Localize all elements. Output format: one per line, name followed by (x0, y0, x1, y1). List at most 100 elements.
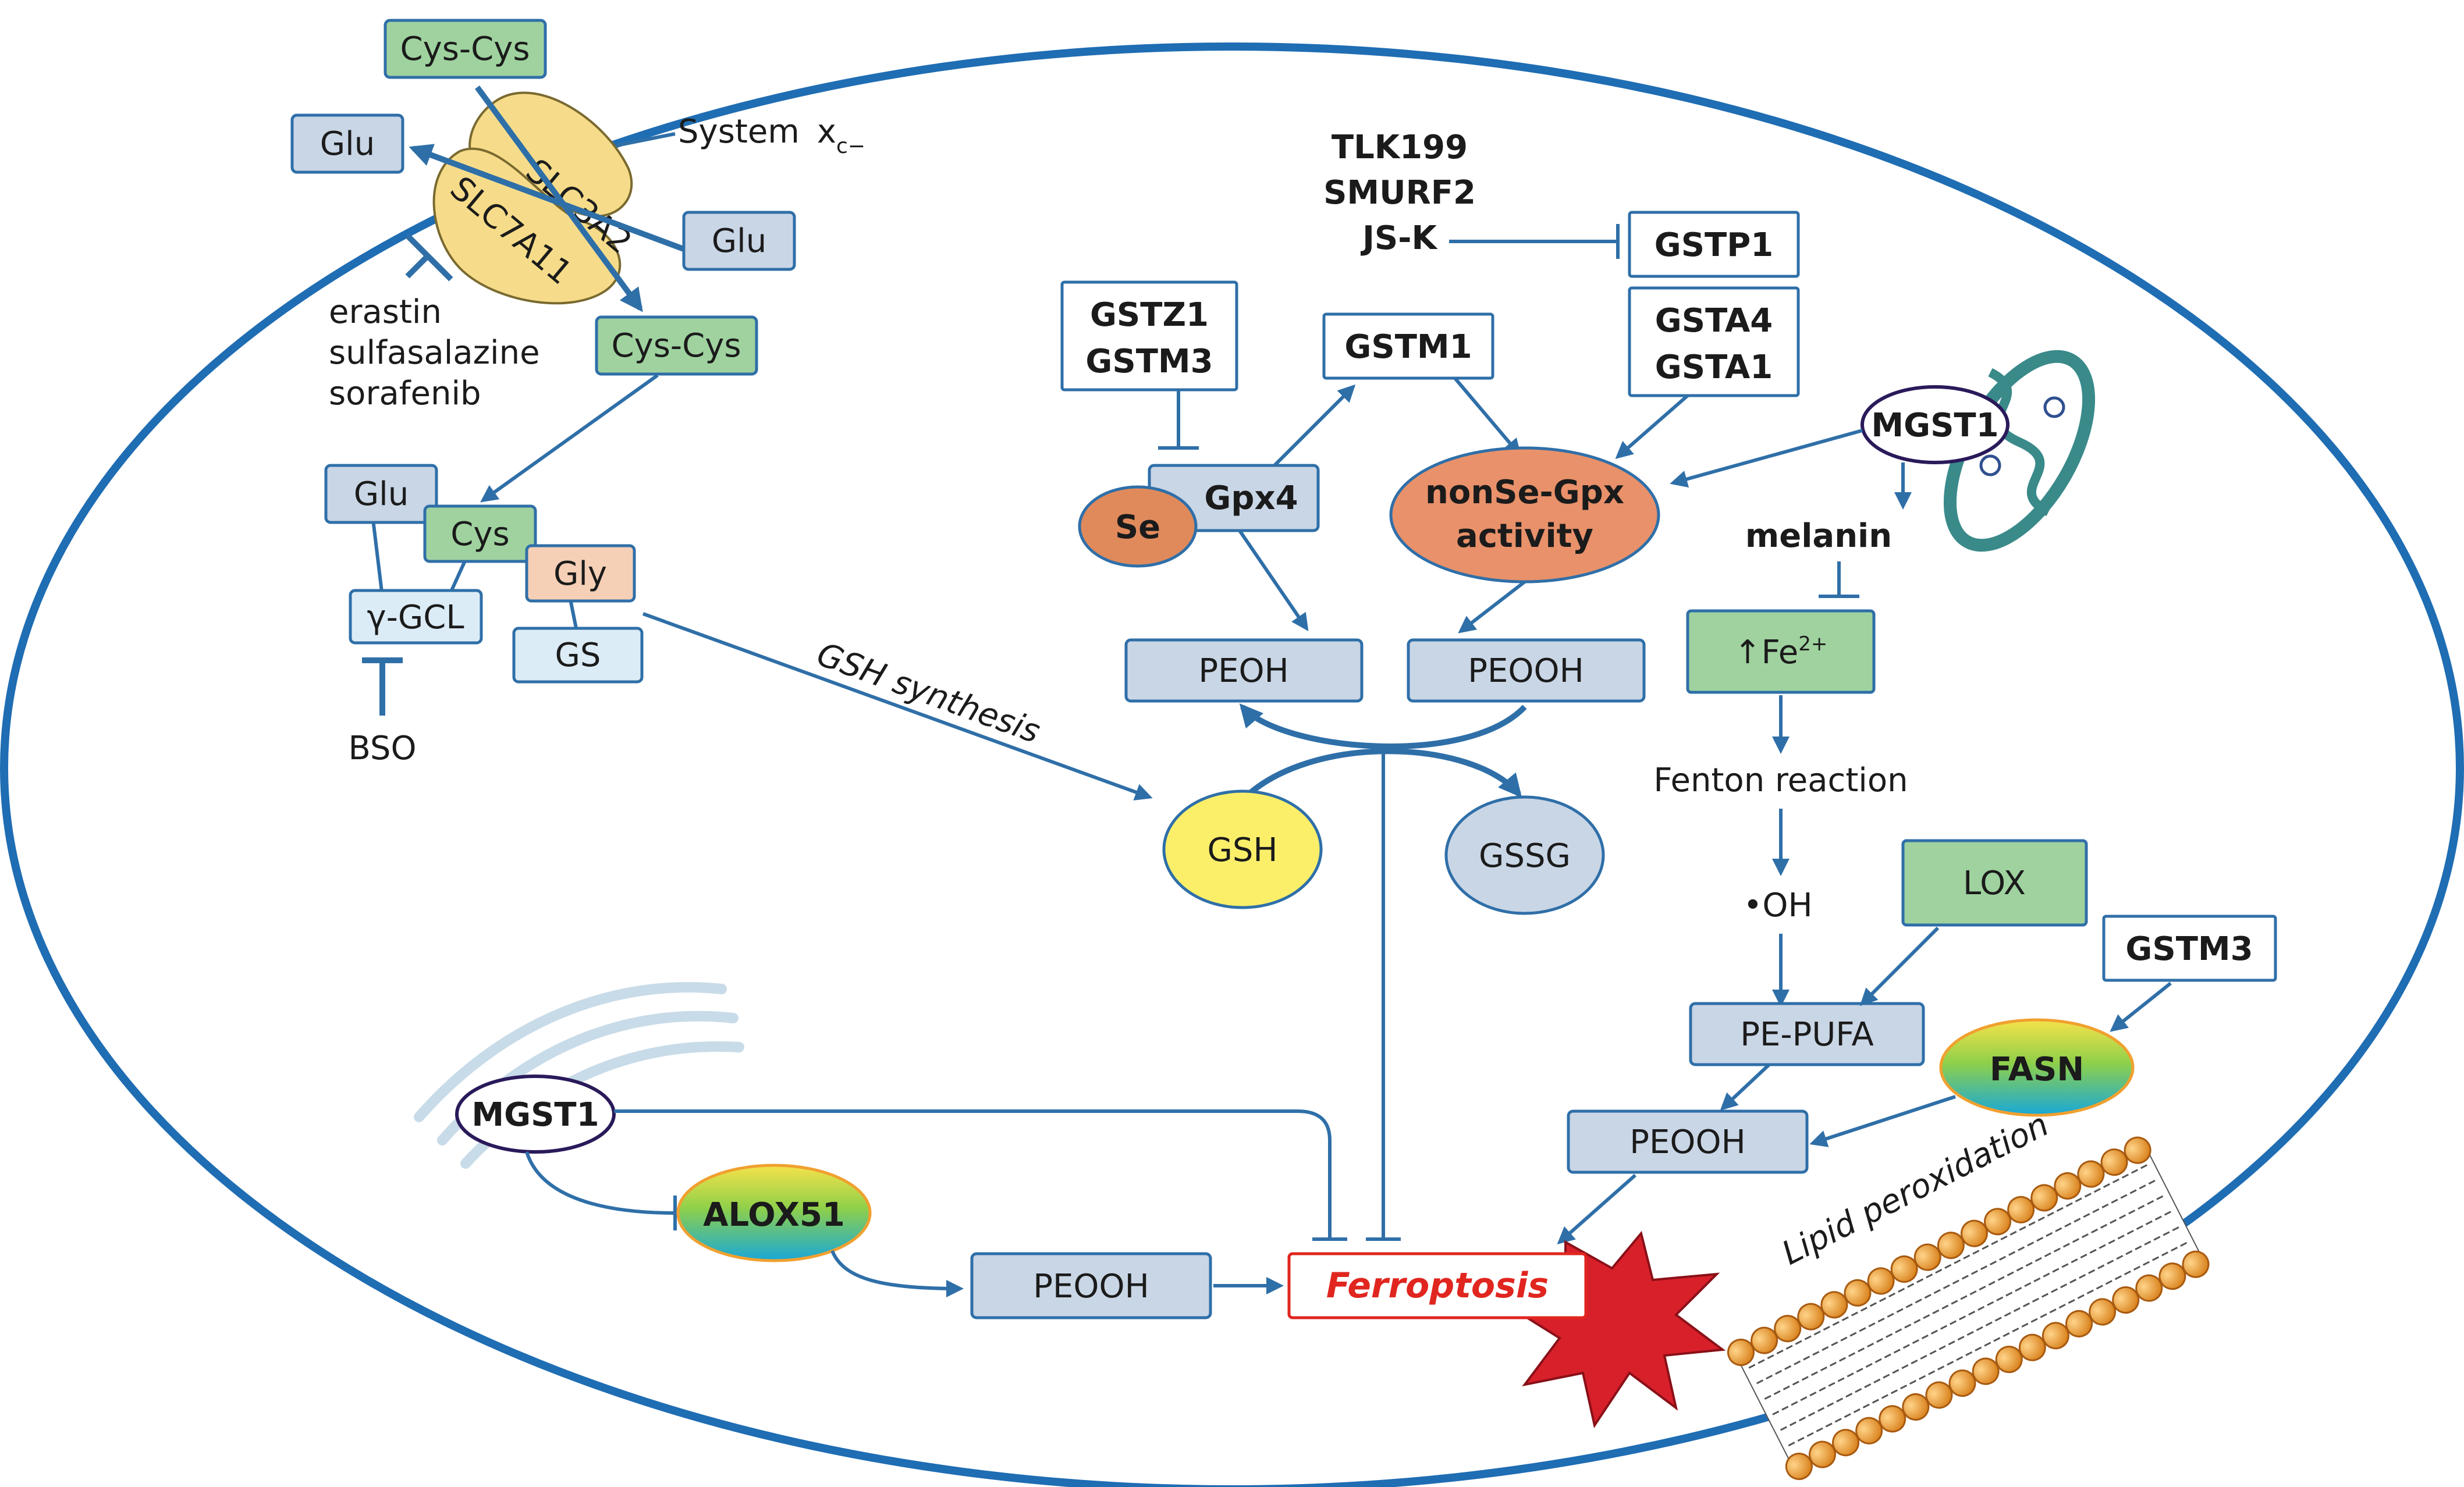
mgst1-right-node (1861, 385, 2009, 464)
redox-arc-peooh-to-peoh (1239, 703, 1527, 749)
cys-box (423, 504, 537, 563)
gpx4-label: Gpx4 (1204, 479, 1298, 517)
gstm1-label: GSTM1 (1344, 328, 1472, 366)
nonse-gpx-label-line1: nonSe-Gpx (1425, 474, 1624, 511)
redox-arc-gsh-to-gssg (1240, 748, 1522, 802)
peoh-label: PEOH (1198, 652, 1288, 690)
gamma-gcl-label: γ-GCL (367, 599, 464, 636)
peoh-box (1124, 638, 1364, 703)
arrow-alox51-to-peooh (830, 1250, 964, 1297)
lipid-bilayer-icon (1727, 1136, 2210, 1481)
gstm1-box (1322, 312, 1494, 380)
gs-label: GS (555, 636, 601, 674)
sulfasalazine-label: sulfasalazine (329, 334, 540, 372)
glu-outside-label: Glu (320, 125, 375, 163)
arrow-mgst1-to-nonse (1670, 429, 1863, 488)
mgst1-left-node (455, 1075, 616, 1154)
cys-cys-inside-label: Cys-Cys (611, 327, 741, 365)
cys-label: Cys (450, 515, 509, 553)
alox51-node (676, 1164, 872, 1262)
arrow-nonse-to-peooh (1458, 580, 1526, 634)
oh-label: •OH (1743, 887, 1812, 924)
gly-box (525, 544, 636, 603)
fasn-label: FASN (1990, 1051, 2084, 1088)
arrow-pepufa-to-peooh (1720, 1063, 1771, 1111)
bso-label: BSO (348, 730, 416, 767)
sorafenib-label: sorafenib (329, 375, 481, 412)
lox-label: LOX (1963, 865, 2026, 902)
gsh-synthesis-label: GSH synthesis (812, 635, 1045, 751)
fasn-node (1939, 1018, 2135, 1117)
lipid-heads-top (1727, 1136, 2151, 1367)
alox51-label: ALOX51 (703, 1196, 845, 1234)
cell-membrane (0, 42, 2464, 1487)
system-xc-pointer (616, 132, 676, 147)
erastin-label: erastin (329, 293, 442, 331)
arrow-gpx4-to-gstm1 (1273, 384, 1356, 467)
se-node (1078, 485, 1198, 568)
peooh-top-label: PEOOH (1468, 652, 1584, 690)
smurf2-label: SMURF2 (1323, 174, 1476, 212)
gamma-gcl-box (349, 589, 483, 645)
nonse-gpx-activity-node (1389, 446, 1660, 584)
arrow-gstm1-to-nonse (1453, 377, 1521, 457)
ferroptosis-label: Ferroptosis (1326, 1265, 1549, 1306)
gssg-label: GSSG (1479, 837, 1571, 875)
peooh-bottom-box (970, 1252, 1212, 1319)
gsh-ferroptosis-inhibition (1366, 753, 1401, 1241)
gstm3-right-box (2102, 915, 2277, 982)
fe-box (1686, 609, 1876, 694)
glu-outside-box (290, 113, 404, 174)
melanin-fe-inhibition (1819, 561, 1859, 598)
peooh-right-label: PEOOH (1629, 1123, 1745, 1161)
gly-label: Gly (553, 555, 607, 593)
gstz1-gpx4-inhibition (1158, 390, 1199, 450)
gstm3-right-label: GSTM3 (2125, 930, 2253, 968)
cys-cys-inside-box (595, 315, 758, 376)
arrow-gsta-to-nonse (1615, 394, 1689, 459)
nonse-gpx-label-line2: activity (1456, 517, 1593, 555)
peooh-top-box (1407, 638, 1646, 703)
glu-inside-box (682, 211, 796, 271)
gstp1-label: GSTP1 (1654, 226, 1774, 264)
transport-arrow-cys-in (474, 86, 643, 312)
gstz1-label: GSTZ1 (1090, 296, 1209, 334)
transport-arrow-glu-out (409, 144, 688, 253)
arrow-gpx4-to-peoh (1238, 529, 1309, 631)
glu-inside-label: Glu (712, 222, 766, 260)
gsta1-label: GSTA1 (1655, 348, 1773, 386)
mgst1-ferroptosis-inhibition (614, 1109, 1347, 1241)
jsk-gstp1-inhibition (1449, 224, 1620, 259)
peooh-bottom-label: PEOOH (1033, 1268, 1149, 1305)
tlk199-label: TLK199 (1332, 129, 1468, 166)
erastin-inhibition (405, 233, 453, 282)
bso-inhibition (362, 657, 403, 716)
gsta4-label: GSTA4 (1655, 302, 1773, 340)
gstp1-box (1628, 211, 1800, 278)
fe-label: ↑Fe2+ (1734, 632, 1828, 671)
cys-cys-outside-label: Cys-Cys (400, 30, 530, 68)
mgst1-right-label: MGST1 (1871, 407, 1998, 444)
arrow-gsh-synthesis (642, 612, 1153, 801)
gsh-label: GSH (1207, 831, 1277, 869)
system-xc-transporter: SLC3A2 SLC7A11 (409, 86, 688, 312)
arrow-lox-to-pepufa (1859, 926, 1940, 1006)
gsh-node (1162, 789, 1323, 909)
mgst1-alox51-inhibition (525, 1151, 677, 1230)
pe-pufa-label: PE-PUFA (1740, 1016, 1874, 1054)
lox-box (1901, 839, 2088, 927)
arrow-fasn-to-peooh (1809, 1095, 1956, 1147)
ferroptosis-box (1287, 1252, 1588, 1319)
gstz1-gstm3-box (1060, 280, 1238, 392)
jsk-label: JS-K (1360, 219, 1438, 257)
cys-cys-outside-box (384, 19, 547, 79)
arrow-gstm3-to-fasn (2110, 981, 2172, 1032)
gstm3-top-label: GSTM3 (1085, 343, 1213, 380)
gsta-box (1628, 286, 1800, 397)
slc7a11-protein (432, 147, 622, 305)
fenton-label: Fenton reaction (1653, 762, 1908, 799)
melanin-label: melanin (1745, 517, 1892, 555)
lipid-heads-bottom (1785, 1250, 2210, 1481)
